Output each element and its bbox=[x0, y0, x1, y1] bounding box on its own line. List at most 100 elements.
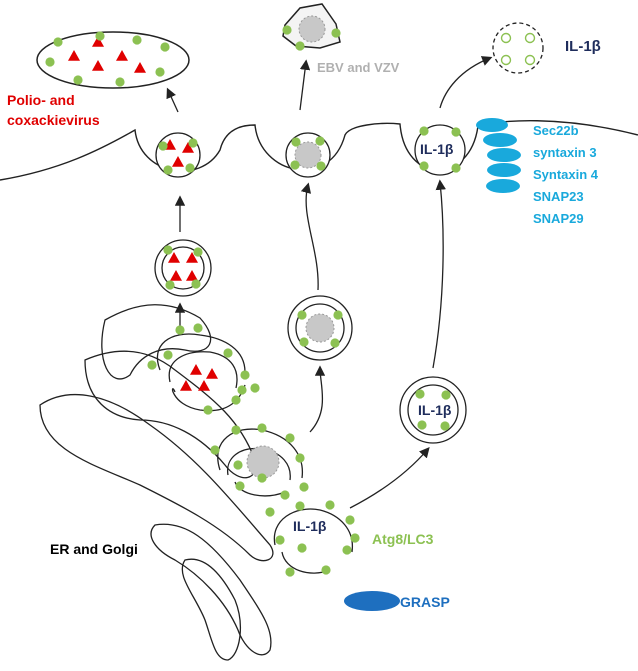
virus-triangle bbox=[168, 252, 180, 263]
cargo-dot bbox=[285, 567, 295, 577]
snare-label-syntaxin4: Syntaxin 4 bbox=[533, 167, 599, 182]
virus-triangle bbox=[190, 364, 202, 375]
polio-released-vesicle bbox=[36, 31, 190, 89]
cargo-dot bbox=[285, 433, 295, 443]
er-golgi-label: ER and Golgi bbox=[50, 541, 138, 557]
cargo-dot bbox=[295, 41, 305, 51]
cargo-dot bbox=[185, 163, 195, 173]
cargo-dot bbox=[193, 247, 203, 257]
cargo-dot bbox=[188, 138, 198, 148]
cargo-dot bbox=[441, 390, 451, 400]
cargo-dot bbox=[147, 360, 157, 370]
virus-triangle bbox=[134, 62, 146, 73]
cargo-dot bbox=[325, 500, 335, 510]
er-golgi-cisternae bbox=[39, 304, 274, 661]
snare-complex bbox=[476, 118, 521, 193]
cargo-dot bbox=[290, 160, 300, 170]
polio-autophagosome bbox=[154, 239, 212, 297]
virus-triangle bbox=[186, 270, 198, 281]
virus-triangle bbox=[186, 252, 198, 263]
cargo-dot bbox=[45, 57, 55, 67]
snare-label-sec22b: Sec22b bbox=[533, 123, 579, 138]
cargo-dot bbox=[297, 543, 307, 553]
cargo-dot bbox=[316, 161, 326, 171]
cargo-dot bbox=[275, 535, 285, 545]
virus-triangle bbox=[180, 380, 192, 391]
cargo-dot bbox=[231, 425, 241, 435]
cargo-dot bbox=[155, 67, 165, 77]
virus-triangle bbox=[182, 142, 194, 153]
snare-label-snap29: SNAP29 bbox=[533, 211, 584, 226]
cargo-dot bbox=[451, 163, 461, 173]
cargo-dot bbox=[160, 42, 170, 52]
cargo-dot bbox=[350, 533, 360, 543]
cargo-dot bbox=[235, 481, 245, 491]
il1b-fusing-vesicle bbox=[414, 124, 466, 176]
cargo-dot bbox=[95, 31, 105, 41]
cargo-dot bbox=[233, 460, 243, 470]
cargo-dot bbox=[440, 421, 450, 431]
virus-triangle bbox=[170, 270, 182, 281]
cargo-dot bbox=[223, 348, 233, 358]
released-cargo-dot bbox=[524, 54, 536, 66]
cargo-dot bbox=[299, 482, 309, 492]
il1b-vesicle-label: IL-1β bbox=[418, 402, 452, 418]
cargo-dot bbox=[158, 141, 168, 151]
snare-label-snap23: SNAP23 bbox=[533, 189, 584, 204]
released-cargo-dot bbox=[524, 32, 536, 44]
polio-label-line1: Polio- and bbox=[7, 92, 75, 108]
cargo-dot bbox=[210, 445, 220, 455]
cargo-dot bbox=[299, 337, 309, 347]
cargo-dot bbox=[165, 280, 175, 290]
cargo-dot bbox=[333, 310, 343, 320]
ebv-vzv-label: EBV and VZV bbox=[317, 60, 400, 75]
snare-label-syntaxin3: syntaxin 3 bbox=[533, 145, 597, 160]
ebv-virion-in-golgi bbox=[246, 445, 280, 479]
cargo-dot bbox=[257, 473, 267, 483]
il1b-golgi-label: IL-1β bbox=[293, 518, 327, 534]
cargo-dot bbox=[175, 325, 185, 335]
cargo-dot bbox=[240, 370, 250, 380]
cargo-dot bbox=[297, 310, 307, 320]
cargo-dot bbox=[231, 395, 241, 405]
released-cargo-dot bbox=[500, 32, 512, 44]
cargo-dot bbox=[132, 35, 142, 45]
cargo-dot bbox=[415, 389, 425, 399]
polio-label-line2: coxackievirus bbox=[7, 112, 100, 128]
cargo-dot bbox=[237, 385, 247, 395]
virus-triangle bbox=[92, 60, 104, 71]
cargo-dot bbox=[203, 405, 213, 415]
virus-triangle bbox=[198, 380, 210, 391]
cargo-dot bbox=[321, 565, 331, 575]
atg8-lc3-label: Atg8/LC3 bbox=[372, 531, 434, 547]
ebv-released-particle bbox=[282, 3, 341, 49]
virus-triangle bbox=[206, 368, 218, 379]
released-cargo-dot bbox=[500, 54, 512, 66]
il1b-membrane-label: IL-1β bbox=[420, 141, 454, 157]
il1b-released-label: IL-1β bbox=[565, 38, 601, 55]
virus-triangle bbox=[116, 50, 128, 61]
cargo-dot bbox=[280, 490, 290, 500]
cargo-dot bbox=[163, 350, 173, 360]
cargo-dot bbox=[53, 37, 63, 47]
cargo-dot bbox=[193, 323, 203, 333]
cargo-dot bbox=[331, 28, 341, 38]
cargo-dot bbox=[330, 338, 340, 348]
cargo-dot bbox=[282, 25, 292, 35]
cargo-dot bbox=[451, 127, 461, 137]
cargo-dot bbox=[291, 137, 301, 147]
transport-arrows bbox=[166, 56, 493, 509]
cargo-dot bbox=[342, 545, 352, 555]
cargo-dot bbox=[73, 75, 83, 85]
cargo-dot bbox=[191, 279, 201, 289]
virus-triangle bbox=[68, 50, 80, 61]
il1b-released-vesicle bbox=[492, 22, 544, 74]
cargo-dots bbox=[45, 25, 536, 577]
cargo-dot bbox=[419, 161, 429, 171]
cargo-dot bbox=[315, 136, 325, 146]
cargo-dot bbox=[345, 515, 355, 525]
ebv-autophagosome bbox=[287, 295, 353, 361]
cargo-dot bbox=[417, 420, 427, 430]
